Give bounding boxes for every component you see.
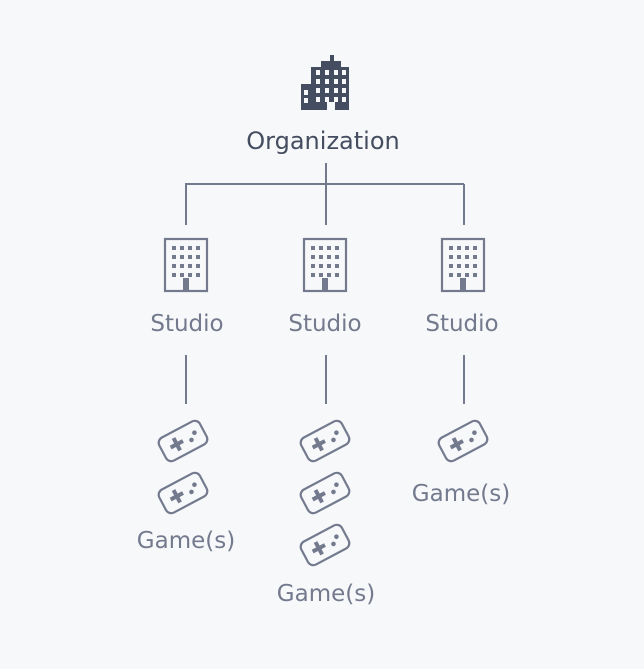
gamepad-icon-2-2 [299, 471, 351, 515]
organization-label: Organization [246, 127, 400, 155]
games-label-1: Game(s) [136, 528, 236, 554]
games-label-2: Game(s) [276, 581, 376, 607]
gamepad-icon-1-2 [157, 471, 209, 515]
studio-building-icon-1 [163, 237, 209, 293]
studio-building-icon-3 [440, 237, 486, 293]
gamepad-icon-3-1 [437, 419, 489, 463]
gamepad-icon-2-3 [299, 523, 351, 567]
gamepad-icon-2-1 [299, 419, 351, 463]
office-building-icon [301, 55, 349, 110]
games-label-3: Game(s) [411, 481, 511, 507]
gamepad-icon-1-1 [157, 419, 209, 463]
studio-label-1: Studio [150, 311, 224, 337]
studio-label-3: Studio [425, 311, 499, 337]
studio-building-icon-2 [302, 237, 348, 293]
studio-label-2: Studio [288, 311, 362, 337]
